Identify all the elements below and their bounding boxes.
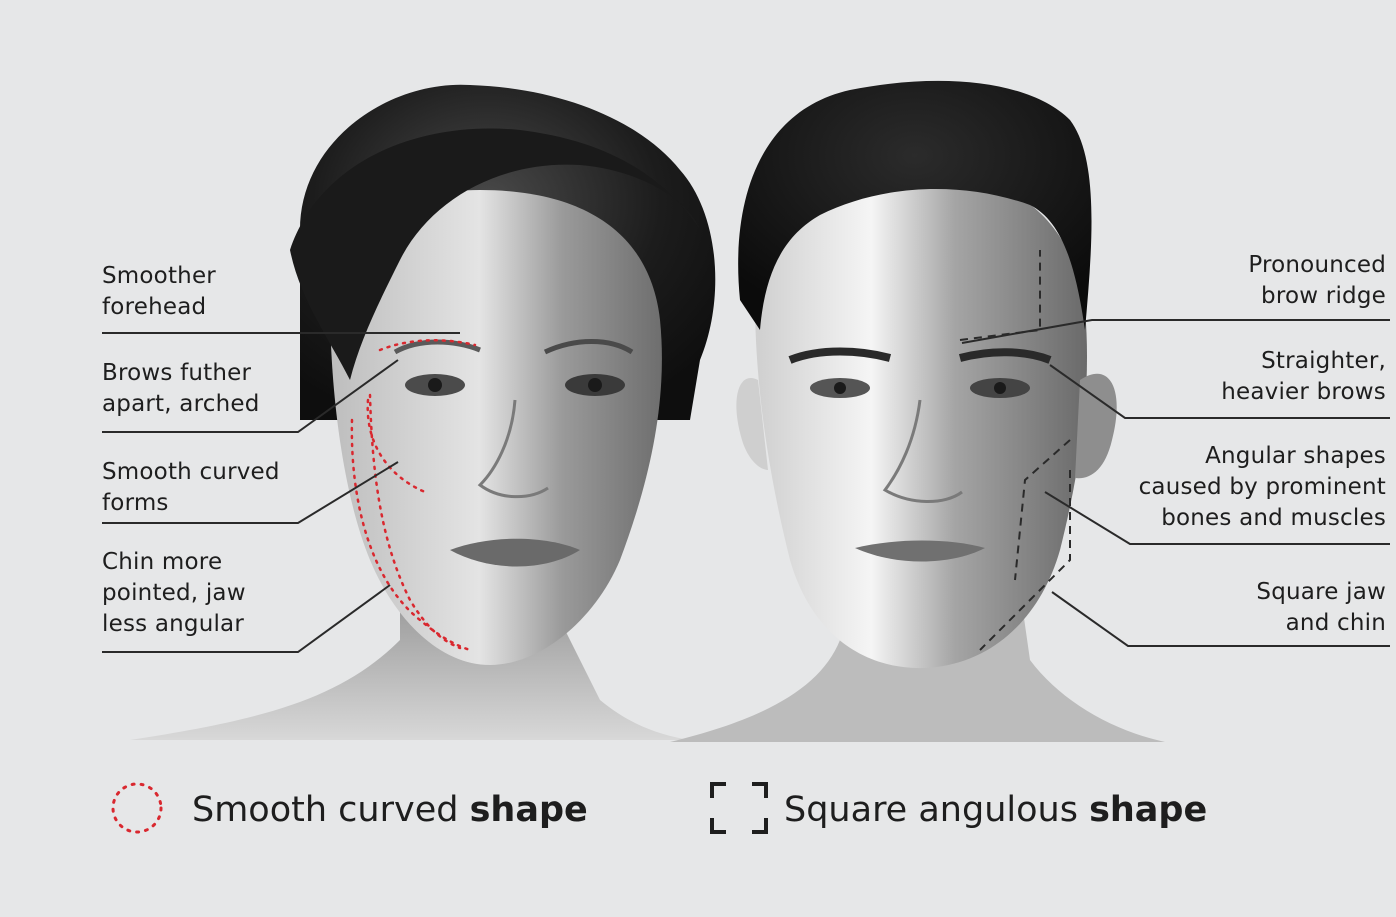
label-smooth-curved-forms: Smooth curved forms [102, 457, 280, 519]
label-chin-pointed: Chin more pointed, jaw less angular [102, 547, 246, 640]
legend-curved-bold: shape [470, 790, 588, 830]
corner-brackets-icon [712, 784, 766, 832]
legend-curved-regular: Smooth curved [192, 790, 470, 830]
label-square-jaw: Square jaw and chin [1256, 577, 1386, 639]
label-heavier-brows: Straighter, heavier brows [1221, 346, 1386, 408]
male-ear-right [1075, 374, 1117, 479]
legend-angular-regular: Square angulous [784, 790, 1089, 830]
legend-angular-label: Square angulous shape [784, 790, 1207, 830]
label-angular-shapes: Angular shapes caused by prominent bones… [1139, 441, 1386, 534]
label-smoother-forehead: Smoother forehead [102, 261, 216, 323]
male-face [755, 170, 1087, 668]
dotted-circle-icon [113, 784, 161, 832]
legend-angular-bold: shape [1089, 790, 1207, 830]
male-figure [670, 81, 1165, 742]
legend-curved-label: Smooth curved shape [192, 790, 588, 830]
label-brow-ridge: Pronounced brow ridge [1248, 250, 1386, 312]
label-brows-apart: Brows futher apart, arched [102, 358, 260, 420]
